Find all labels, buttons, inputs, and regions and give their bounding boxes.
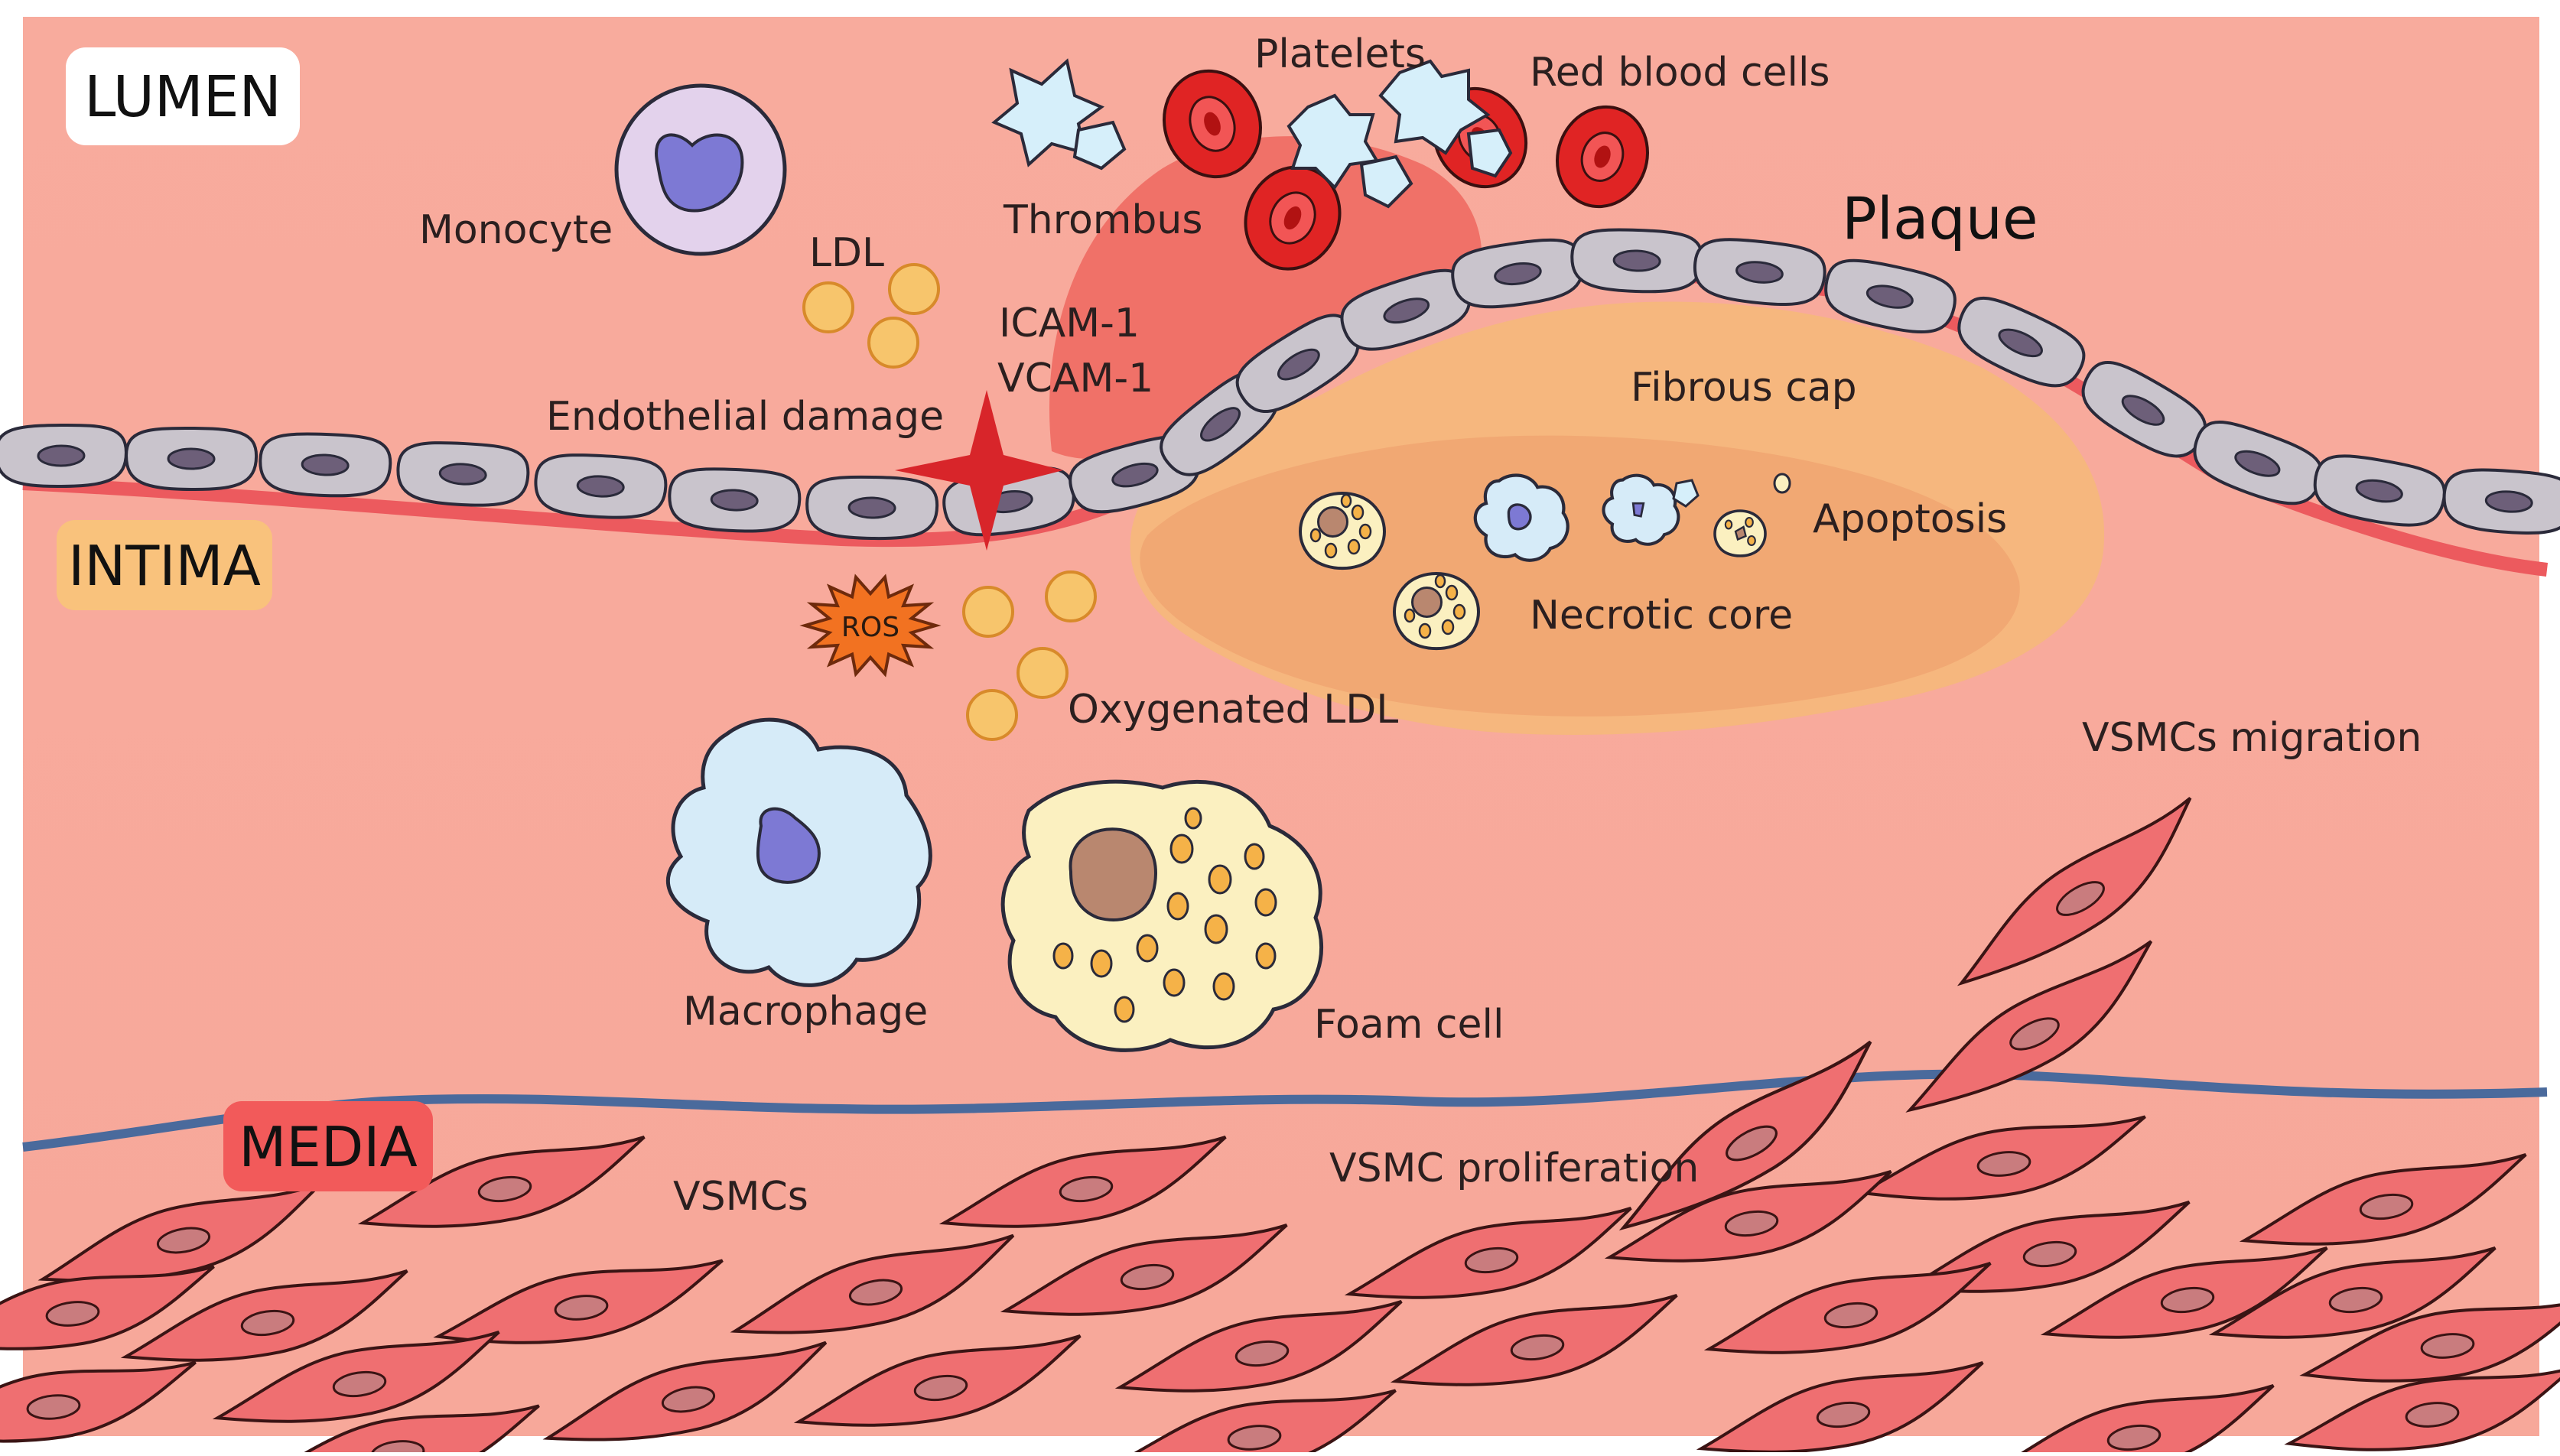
macrophage-small <box>1473 473 1570 562</box>
vsmc-cell <box>2239 1153 2527 1246</box>
platelet <box>1072 120 1127 171</box>
platelet <box>1287 93 1380 190</box>
vsmc-cell <box>2040 1246 2328 1339</box>
vsmc-layer <box>0 797 2560 1456</box>
vsmc-cell <box>0 1265 215 1350</box>
vsmc-cell <box>730 1233 1015 1334</box>
endothelial-damage-label: Endothelial damage <box>546 394 944 440</box>
endothelial-cell <box>125 426 259 492</box>
endothelial-cell <box>1570 228 1704 294</box>
platelets-label: Platelets <box>1254 31 1426 77</box>
red-blood-cells-label: Red blood cells <box>1530 50 1830 96</box>
intima-badge: INTIMA <box>57 520 272 610</box>
vsmc-cell <box>1905 940 2153 1113</box>
vsmc-cell <box>1344 1207 1632 1299</box>
vsmc-cell <box>1703 1262 1992 1354</box>
ox-ldl-particle <box>1017 647 1069 699</box>
vsmc-cell <box>2284 1366 2560 1451</box>
red-blood-cell <box>1163 69 1262 179</box>
endothelial-cell <box>2081 361 2207 458</box>
vsmcs-label: VSMCs <box>673 1174 808 1220</box>
ox-ldl-particle <box>1045 570 1097 622</box>
endothelial-damage-star <box>895 390 1063 551</box>
vsmcs-migration-label: VSMCs migration <box>2082 715 2422 761</box>
foam-cell <box>1000 779 1323 1052</box>
platelet <box>1466 128 1513 178</box>
endothelial-cell <box>259 432 392 498</box>
vsmc-cell <box>1618 1040 1872 1231</box>
monocyte-label: Monocyte <box>419 207 613 253</box>
apoptotic-cell <box>1602 473 1680 546</box>
apoptotic-body <box>1672 479 1700 508</box>
foam-cell-label: Foam cell <box>1314 1002 1504 1048</box>
apoptotic-cell <box>1713 509 1767 557</box>
endothelial-cell <box>668 467 802 533</box>
lumen-label: LUMEN <box>84 64 281 130</box>
vsmc-proliferation-label: VSMC proliferation <box>1329 1146 1699 1191</box>
necrotic-core-label: Necrotic core <box>1530 593 1793 639</box>
endothelial-cell <box>1693 238 1826 307</box>
endothelial-cell <box>0 423 128 489</box>
media-label: MEDIA <box>239 1115 418 1179</box>
endothelial-cell-layer <box>0 228 2560 541</box>
ox-ldl-particle <box>966 689 1018 741</box>
ldl-particle <box>888 263 940 315</box>
ldl-label: LDL <box>809 230 884 276</box>
ldl-particle <box>802 281 854 333</box>
vsmc-cell <box>1114 1300 1403 1393</box>
platelet <box>1378 59 1491 155</box>
foam-cell-small <box>1393 572 1480 651</box>
ox-ldl-particle <box>962 586 1014 638</box>
macrophage <box>666 717 932 987</box>
apoptosis-label: Apoptosis <box>1813 496 2007 542</box>
thrombus-label: Thrombus <box>1003 197 1202 243</box>
endothelial-cell <box>1451 238 1584 309</box>
icam1-label: ICAM-1 <box>999 301 1140 346</box>
vsmc-cell <box>793 1334 1082 1427</box>
vsmc-cell <box>433 1259 724 1344</box>
thrombus <box>1049 136 1482 460</box>
plaque-label: Plaque <box>1842 184 2038 252</box>
ros-label: ROS <box>841 612 899 643</box>
vsmc-cell <box>212 1331 500 1423</box>
macrophage-label: Macrophage <box>683 989 928 1035</box>
vsmc-cell <box>1696 1361 1984 1454</box>
vsmc-cell <box>542 1341 828 1441</box>
media-badge: MEDIA <box>223 1101 433 1191</box>
endothelial-cell <box>805 475 939 541</box>
vsmc-cell <box>1957 797 2192 986</box>
vsmc-cell <box>1000 1224 1288 1316</box>
vsmc-cell <box>2208 1246 2497 1339</box>
vsmc-cell <box>2299 1297 2560 1383</box>
platelet <box>1359 154 1413 209</box>
vsmc-cell <box>0 1360 197 1443</box>
lumen-badge: LUMEN <box>66 47 300 145</box>
ros-burst <box>799 574 942 678</box>
apoptotic-body <box>1773 473 1791 494</box>
endothelial-cell <box>534 453 668 519</box>
red-blood-cell <box>1244 165 1342 271</box>
monocyte <box>614 83 787 256</box>
ldl-particle <box>867 317 919 369</box>
fibrous-cap-label: Fibrous cap <box>1631 365 1857 411</box>
endothelial-cell <box>2442 468 2560 535</box>
vsmc-cell <box>1856 1115 2146 1201</box>
intima-label: INTIMA <box>68 534 261 598</box>
endothelial-cell <box>1340 268 1472 351</box>
endothelial-cell <box>1957 296 2086 388</box>
vsmc-cell <box>120 1269 408 1362</box>
vcam1-label: VCAM-1 <box>997 356 1153 401</box>
vsmc-cell <box>938 1136 1227 1228</box>
endothelial-cell <box>396 441 530 507</box>
endothelial-cell <box>1824 258 1957 334</box>
oxygenated-ldl-label: Oxygenated LDL <box>1068 687 1398 733</box>
vsmc-cell <box>1390 1294 1678 1386</box>
vsmc-cell <box>357 1136 646 1228</box>
red-blood-cell <box>1556 105 1649 209</box>
foam-cell-small <box>1299 492 1386 570</box>
